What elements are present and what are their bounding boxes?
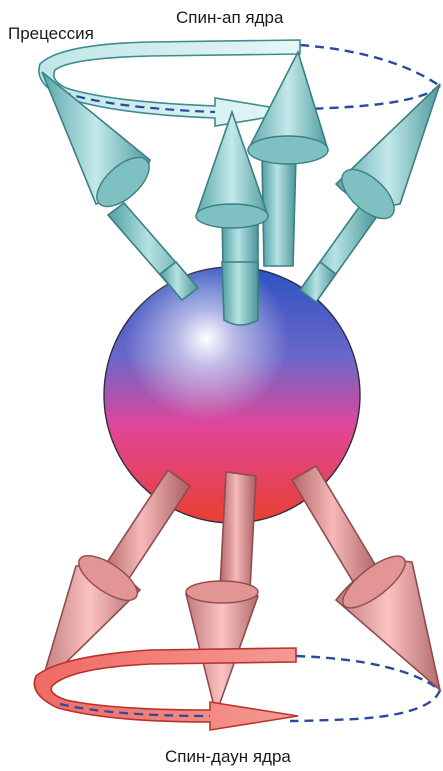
precession-orbit-top-back — [300, 45, 440, 109]
spin-up-label: Спин-ап ядра — [176, 8, 283, 28]
spin-up-arrow-back — [248, 52, 328, 266]
precession-label: Прецессия — [8, 24, 94, 44]
spin-down-label: Спин-даун ядра — [165, 747, 291, 767]
precession-arrow-bottom — [34, 648, 298, 730]
